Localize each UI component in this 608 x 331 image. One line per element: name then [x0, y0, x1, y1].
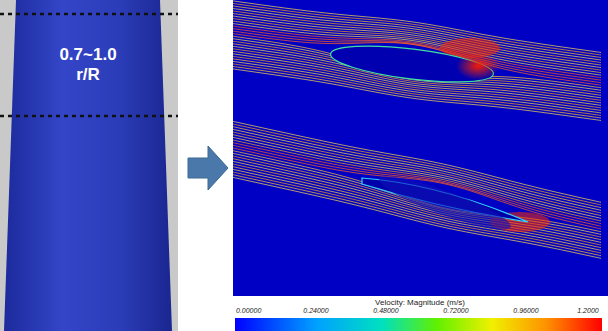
streamline — [233, 159, 601, 240]
color-bar — [235, 318, 602, 331]
cfd-background — [233, 0, 608, 296]
region-label: 0.7~1.0 r/R — [50, 45, 126, 85]
tick-label: 0.24000 — [303, 307, 328, 314]
tick-label: 0.96000 — [513, 307, 538, 314]
blade-background — [0, 0, 178, 331]
streamline — [233, 169, 601, 250]
airfoil-section — [329, 39, 500, 89]
block-arrow — [188, 146, 228, 190]
colorbar-title: Velocity: Magnitude (m/s) — [375, 299, 465, 307]
tick-label: 1.2000 — [577, 307, 598, 314]
streamline — [233, 167, 601, 248]
blade-shape — [4, 0, 172, 331]
tick-label: 0.48000 — [373, 307, 398, 314]
streamlines — [233, 1, 601, 258]
dotted-line — [0, 115, 178, 118]
streamline — [233, 164, 601, 245]
dotted-line — [0, 13, 178, 16]
region-label-band: 0.7~1.0 r/R — [50, 45, 126, 85]
airfoil-section — [362, 168, 528, 238]
streamline — [233, 161, 601, 242]
tick-label: 0.72000 — [443, 307, 468, 314]
tick-label: 0.00000 — [236, 307, 261, 314]
